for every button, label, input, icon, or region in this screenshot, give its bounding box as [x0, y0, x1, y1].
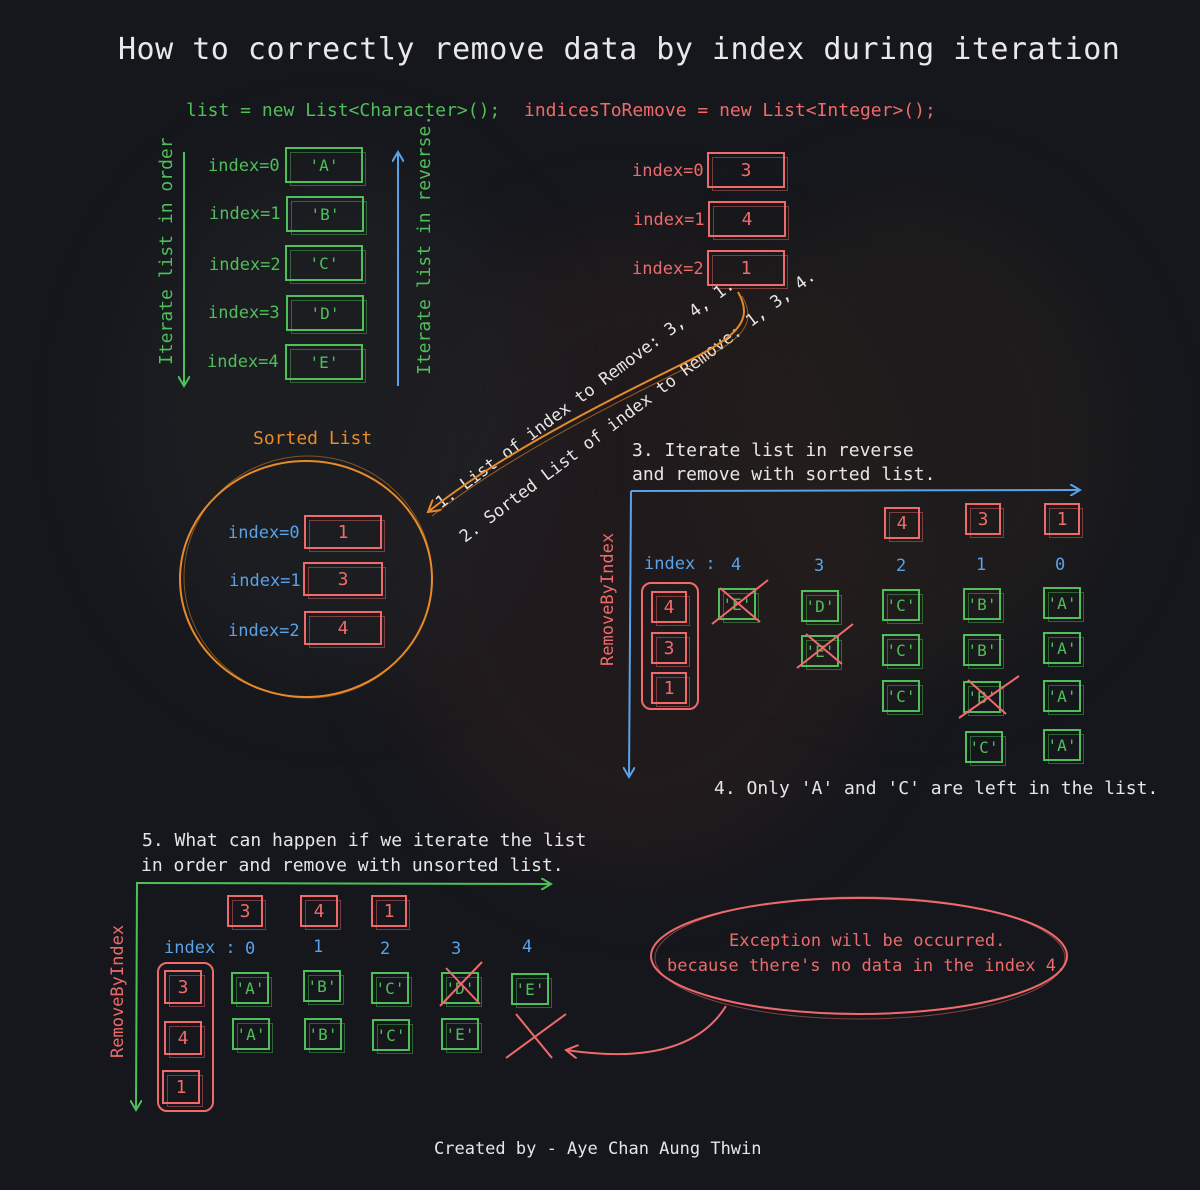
- page-title: How to correctly remove data by index du…: [118, 32, 1121, 67]
- indices-list-cell: 3: [707, 152, 788, 191]
- order-stack-value: 1: [162, 1070, 203, 1107]
- reverse-index-label: index :: [644, 554, 716, 574]
- order-index-number: 2: [380, 939, 391, 959]
- list-declaration: list = new List<Character>();: [186, 100, 501, 121]
- reverse-cell-removed: 'E': [718, 588, 759, 623]
- indices-declaration: indicesToRemove = new List<Integer>();: [524, 100, 936, 121]
- order-y-axis: [136, 882, 137, 1110]
- main-list-cell: 'C': [285, 245, 366, 284]
- reverse-cell: 'C': [882, 634, 923, 669]
- main-list-cell: 'E': [285, 344, 366, 383]
- step3-line1: 3. Iterate list in reverse: [632, 440, 914, 461]
- reverse-stack-value: 1: [651, 672, 690, 707]
- exception-line1: Exception will be occurred.: [729, 931, 1006, 951]
- order-stack: [157, 962, 214, 1112]
- reverse-cell: 'C': [882, 589, 923, 624]
- main-list-cell: 'D': [286, 295, 367, 334]
- order-top-value: 1: [371, 895, 410, 930]
- sorted-list-label: index=0: [228, 523, 300, 543]
- reverse-cell: 'C': [965, 731, 1006, 766]
- reverse-top-value: 3: [965, 503, 1004, 538]
- reverse-cell: 'A': [1043, 587, 1084, 622]
- sorted-list-label: index=1: [229, 571, 301, 591]
- reverse-top-value: 1: [1044, 503, 1083, 538]
- reverse-index-number: 1: [976, 555, 987, 575]
- reverse-cell-removed: 'B': [963, 681, 1004, 716]
- step2-text: 2. Sorted List of index to Remove: 1, 3,…: [456, 266, 820, 547]
- order-index-number: 1: [313, 937, 324, 957]
- main-list-label: index=4: [207, 352, 279, 372]
- main-list-cell: 'A': [285, 147, 366, 186]
- reverse-y-axis: [629, 490, 631, 777]
- indices-list-label: index=2: [632, 259, 704, 279]
- order-cell-removed: 'D': [441, 972, 482, 1007]
- reverse-cell: 'B': [963, 634, 1004, 669]
- order-cell: 'C': [371, 972, 412, 1007]
- reverse-cell: 'A': [1043, 680, 1084, 715]
- background-wash-2: [120, 160, 540, 680]
- reverse-cell: 'A': [1043, 729, 1084, 764]
- reverse-index-number: 0: [1055, 555, 1066, 575]
- order-stack-value: 3: [164, 970, 205, 1007]
- sorted-list-cell: 3: [303, 562, 386, 599]
- reverse-index-number: 2: [896, 556, 907, 576]
- sorted-list-title: Sorted List: [253, 428, 373, 449]
- reverse-top-value: 4: [884, 507, 923, 542]
- order-cell: 'B': [304, 1018, 345, 1053]
- step5-line2: in order and remove with unsorted list.: [141, 855, 564, 876]
- reverse-cell: 'B': [963, 588, 1004, 623]
- reverse-cell: 'D': [801, 590, 842, 625]
- credit-text: Created by - Aye Chan Aung Thwin: [434, 1139, 762, 1159]
- step3-line2: and remove with sorted list.: [632, 464, 936, 485]
- sorted-list-cell: 4: [304, 611, 385, 648]
- iterate-reverse-label: Iterate list in reverse.: [414, 114, 435, 375]
- sorted-list-cell: 1: [304, 515, 385, 552]
- reverse-stack-value: 4: [651, 591, 690, 626]
- indices-list-cell: 4: [708, 201, 789, 240]
- reverse-cell: 'A': [1043, 632, 1084, 667]
- reverse-index-number: 3: [814, 556, 825, 576]
- order-cell: 'C': [372, 1019, 413, 1054]
- step5-line1: 5. What can happen if we iterate the lis…: [142, 830, 587, 851]
- main-list-cell: 'B': [286, 196, 367, 235]
- order-index-number: 0: [245, 939, 256, 959]
- remove-by-index-label: RemoveByIndex: [598, 532, 618, 666]
- reverse-stack: [641, 582, 699, 710]
- reverse-cell: 'C': [882, 680, 923, 715]
- main-list-label: index=2: [209, 255, 281, 275]
- iterate-order-label: Iterate list in order: [156, 137, 177, 365]
- indices-list-label: index=0: [632, 161, 704, 181]
- main-list-label: index=3: [208, 303, 280, 323]
- order-top-value: 3: [227, 895, 266, 930]
- remove-by-index-label-2: RemoveByIndex: [108, 924, 128, 1058]
- order-stack-value: 4: [164, 1021, 205, 1058]
- order-top-value: 4: [300, 895, 341, 930]
- order-cell: 'A': [231, 972, 272, 1007]
- order-cell: 'B': [303, 970, 344, 1005]
- main-list-label: index=1: [209, 204, 281, 224]
- sorted-list-label: index=2: [228, 621, 300, 641]
- order-cell: 'E': [511, 973, 552, 1008]
- exception-pointer-arrow: [566, 1005, 727, 1054]
- order-index-label: index :: [164, 938, 236, 958]
- order-cell: 'A': [232, 1018, 273, 1053]
- reverse-index-number: 4: [731, 555, 742, 575]
- reverse-cell-removed: 'E': [801, 635, 842, 670]
- exception-line2: because there's no data in the index 4.: [667, 956, 1067, 976]
- reverse-x-axis: [630, 490, 1080, 491]
- order-index-number: 4: [522, 937, 533, 957]
- reverse-stack-value: 3: [651, 632, 690, 667]
- indices-list-label: index=1: [633, 210, 705, 230]
- main-list-label: index=0: [208, 156, 280, 176]
- order-x-axis: [135, 883, 551, 884]
- order-index-number: 3: [451, 939, 462, 959]
- background-wash: [380, 230, 900, 870]
- step4-text: 4. Only 'A' and 'C' are left in the list…: [714, 778, 1159, 799]
- order-cell: 'E': [441, 1018, 482, 1053]
